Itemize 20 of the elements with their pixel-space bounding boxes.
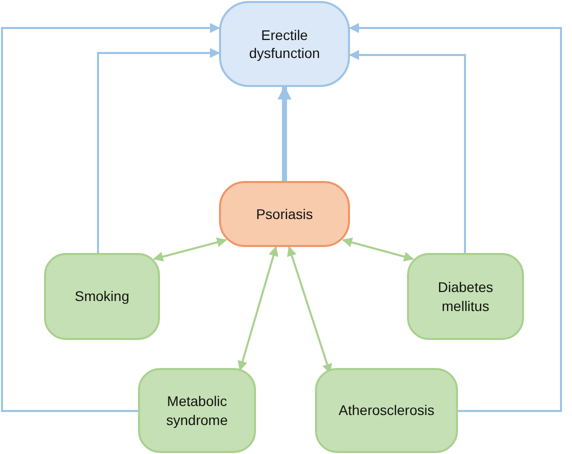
rounded-node — [219, 181, 350, 247]
rounded-node — [138, 368, 256, 453]
double-arrow — [342, 238, 414, 262]
arrow — [97, 48, 220, 253]
double-arrow — [238, 246, 278, 371]
rounded-node — [407, 253, 524, 340]
node-label: Atherosclerosis — [338, 401, 434, 420]
rounded-node — [44, 253, 160, 340]
arrow — [349, 50, 466, 253]
rounded-node — [219, 1, 350, 87]
node-label: Psoriasis — [256, 204, 313, 224]
node-label: Smoking — [74, 287, 130, 306]
node-label: Metabolic syndrome — [165, 392, 229, 429]
arrow — [278, 86, 292, 181]
node-label: Erectile dysfunction — [248, 26, 321, 62]
arrow — [1, 23, 220, 412]
double-arrow — [153, 237, 227, 262]
node-label: Diabetes mellitus — [436, 278, 494, 315]
arrow — [349, 23, 562, 412]
rounded-node — [315, 368, 458, 453]
